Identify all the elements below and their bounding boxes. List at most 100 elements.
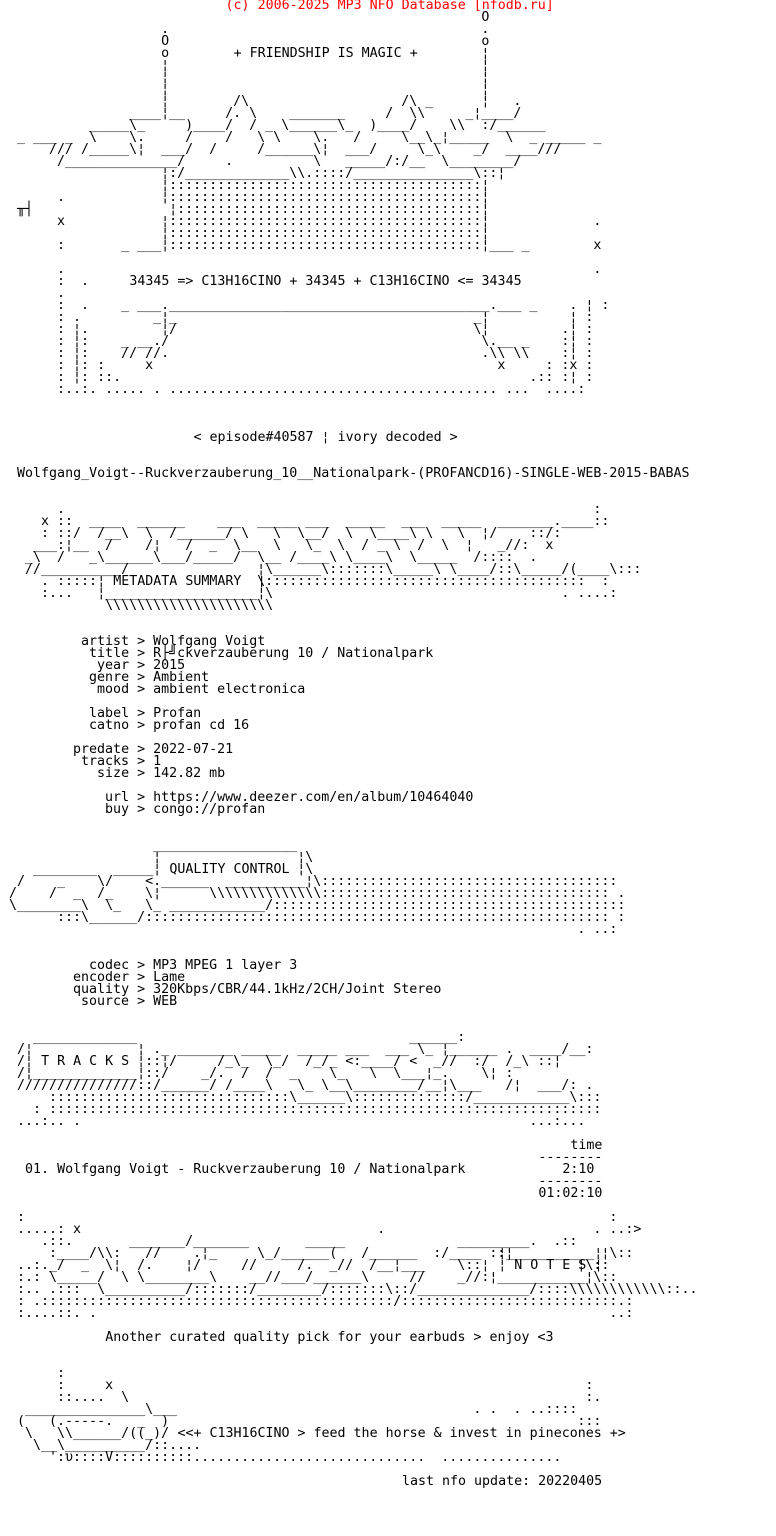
- quality-heading: QUALITY CONTROL: [169, 862, 290, 877]
- notes-banner-art: :.. .::: \__________/:::::::/________/::…: [1, 1282, 698, 1297]
- footer-art: ':υ::::V::::::::::......................…: [1, 1450, 562, 1465]
- ascii-art-logo: _____\_ )____/ / _ \______\_ )____/ \\ :…: [1, 118, 546, 133]
- ascii-art-logo: ¦ ¦: [1, 82, 490, 97]
- field-label: encoder: [73, 970, 130, 985]
- motto-text: + FRIENDSHIP IS MAGIC +: [233, 46, 418, 61]
- field-label: buy: [105, 802, 130, 817]
- field-separator: >: [137, 682, 146, 697]
- metadata-field-tracks: tracks > 1: [1, 754, 162, 769]
- field-separator: >: [137, 742, 146, 757]
- notes-box-top: ¦___________¦: [498, 1246, 603, 1261]
- tracks-banner-art: ///////////////::/______/ /____\ \_ \__\…: [1, 1078, 594, 1093]
- release-name: Wolfgang_Voigt--Ruckverzauberung_10__Nat…: [17, 466, 690, 481]
- metadata-banner-art: ___:¦__ / /¦ / _ \__ \ \_ \ / _ \ / \ ¦ …: [1, 538, 554, 553]
- field-value: WEB: [153, 994, 178, 1009]
- ascii-art-logo: O: [1, 10, 490, 25]
- field-label: genre: [89, 670, 130, 685]
- ascii-art-logo: : . _¦_ _¦ ¦ :: [1, 310, 594, 325]
- field-label: codec: [89, 958, 130, 973]
- notes-box-left: ¦: [498, 1258, 507, 1273]
- ascii-art-logo: : . _ ___.______________________________…: [1, 298, 610, 313]
- tracks-heading: T R A C K S: [41, 1054, 130, 1069]
- quality-banner-art: . ..:: [1, 922, 618, 937]
- tracks-banner-art: ...:.. . ...:...: [1, 1114, 586, 1129]
- ascii-art-logo: ¦:/_____________\\.::::/_______________\…: [1, 166, 506, 181]
- ascii-art-logo: : ¦: ::. .:: :¦ :: [1, 370, 594, 385]
- ascii-art-logo: /______________/ . \ _____/:/__ \_______…: [1, 154, 522, 169]
- field-separator: >: [137, 706, 146, 721]
- ascii-art-logo: ____¦__ /. \ _______ / \\ _¦____/: [1, 106, 522, 121]
- notes-banner-art: :____/\\: // .¦_ \_/______( /______ :/__…: [1, 1246, 634, 1261]
- divider: --------: [538, 1150, 603, 1165]
- notes-banner-art: :.: \_____/ \ \________\ __//___/______\…: [1, 1270, 618, 1285]
- ascii-art-logo: : ¦: // //. .\\ \\ :¦ :: [1, 346, 594, 361]
- metadata-field-url: url > https://www.deezer.com/en/album/10…: [1, 790, 474, 805]
- ascii-art-logo: .: [1, 286, 66, 301]
- footer-slogan: <<+ C13H16CINO > feed the horse & invest…: [177, 1426, 626, 1441]
- copyright-banner[interactable]: (c) 2006-2025 MP3 NFO Database [nfodb.ru…: [225, 0, 554, 13]
- metadata-box-bottom: ¦___________________¦: [97, 586, 266, 601]
- metadata-box-right: ¦: [257, 574, 266, 589]
- field-value[interactable]: congo://profan: [153, 802, 266, 817]
- quality-field-encoder: encoder > Lame: [1, 970, 185, 985]
- metadata-field-year: year > 2015: [1, 658, 185, 673]
- notes-banner-art: : .:::::::::::::::::::::::::::::::::::::…: [1, 1294, 634, 1309]
- field-separator: >: [137, 658, 146, 673]
- quality-banner-art: ________ _____¦ ¦\: [1, 862, 314, 877]
- field-separator: >: [137, 718, 146, 733]
- metadata-banner-art: _\ / _\______\___/_____/ \__ /____\ \___…: [1, 550, 538, 565]
- notes-banner-art: :....::. . ..:: [1, 1306, 634, 1321]
- metadata-field-genre: genre > Ambient: [1, 670, 210, 685]
- field-value: R├╝ckverzauberung 10 / Nationalpark: [153, 646, 434, 661]
- field-label: quality: [73, 982, 130, 997]
- field-separator: >: [137, 766, 146, 781]
- field-value: Profan: [153, 706, 202, 721]
- last-update: last nfo update: 20220405: [402, 1474, 603, 1489]
- tracks-banner-art: /¦_____________¦::/ _/. / / _ \_ \ \___¦…: [1, 1066, 514, 1081]
- tracks-banner-art: ::::::::::::::::::::::::::::::\______\::…: [1, 1090, 602, 1105]
- ascii-art-logo: : _ ___¦::::::::::::::::::::::::::::::::…: [1, 238, 602, 253]
- ascii-art-logo: /// /_____\¦ ___/ / /______\¦ ___/ \_\ _…: [1, 142, 562, 157]
- field-value[interactable]: https://www.deezer.com/en/album/10464040: [153, 790, 474, 805]
- ascii-art-logo: _ ___ _ \ \. / / \ \ \. / \__\_¦_____ \ …: [1, 130, 602, 145]
- field-value: 142.82 mb: [153, 766, 226, 781]
- field-label: label: [89, 706, 130, 721]
- field-label: title: [89, 646, 130, 661]
- field-label: predate: [73, 742, 130, 757]
- metadata-banner-art: . :: [1, 502, 602, 517]
- field-separator: >: [137, 646, 146, 661]
- ascii-art-logo: ¦ /\ /\ _ ¦ .: [1, 94, 522, 109]
- footer-art: \__\__________/::....: [1, 1438, 202, 1453]
- ascii-art-logo: . .: [1, 262, 602, 277]
- notes-box-right: ¦: [594, 1258, 603, 1273]
- field-label: mood: [97, 682, 130, 697]
- notes-text: Another curated quality pick for your ea…: [105, 1330, 554, 1345]
- footer-art: : x :: [1, 1378, 594, 1393]
- formula-text: 34345 => C13H16CINO + 34345 + C13H16CINO…: [129, 274, 522, 289]
- metadata-banner-art: \\\\\\\\\\\\\\\\\\\\\: [1, 598, 274, 613]
- ascii-art-logo: : ¦: _ __./ \.__ _ :¦ :: [1, 334, 594, 349]
- field-label: artist: [81, 634, 130, 649]
- metadata-heading: METADATA SUMMARY: [113, 574, 242, 589]
- ascii-art-logo: o ¦: [1, 46, 490, 61]
- field-value: 1: [153, 754, 162, 769]
- tracks-banner-art: _____________ ______:: [1, 1030, 466, 1045]
- ascii-art-logo: . .: [1, 22, 490, 37]
- ascii-art-logo: ¦ ¦: [1, 70, 490, 85]
- ascii-art-logo: . ¦:::::::::::::::::::::::::::::::::::::…: [1, 190, 490, 205]
- metadata-banner-art: x :: ____ ______ ___ _____ ___ _____ ___…: [1, 514, 610, 529]
- metadata-banner-art: :... \ . ....:: [1, 586, 618, 601]
- field-separator: >: [137, 802, 146, 817]
- field-value: 320Kbps/CBR/44.1kHz/2CH/Joint Stereo: [153, 982, 442, 997]
- field-value: Ambient: [153, 670, 210, 685]
- metadata-field-catno: catno > profan cd 16: [1, 718, 249, 733]
- metadata-field-size: size > 142.82 mb: [1, 766, 226, 781]
- time-column-header: time: [570, 1138, 603, 1153]
- field-value: MP3 MPEG 1 layer 3: [153, 958, 298, 973]
- field-separator: >: [137, 670, 146, 685]
- notes-banner-art: : :: [1, 1210, 618, 1225]
- metadata-field-buy: buy > congo://profan: [1, 802, 266, 817]
- metadata-field-label: label > Profan: [1, 706, 202, 721]
- field-separator: >: [137, 790, 146, 805]
- quality-banner-art: :::\______/:::::::::::::::::::::::::::::…: [1, 910, 626, 925]
